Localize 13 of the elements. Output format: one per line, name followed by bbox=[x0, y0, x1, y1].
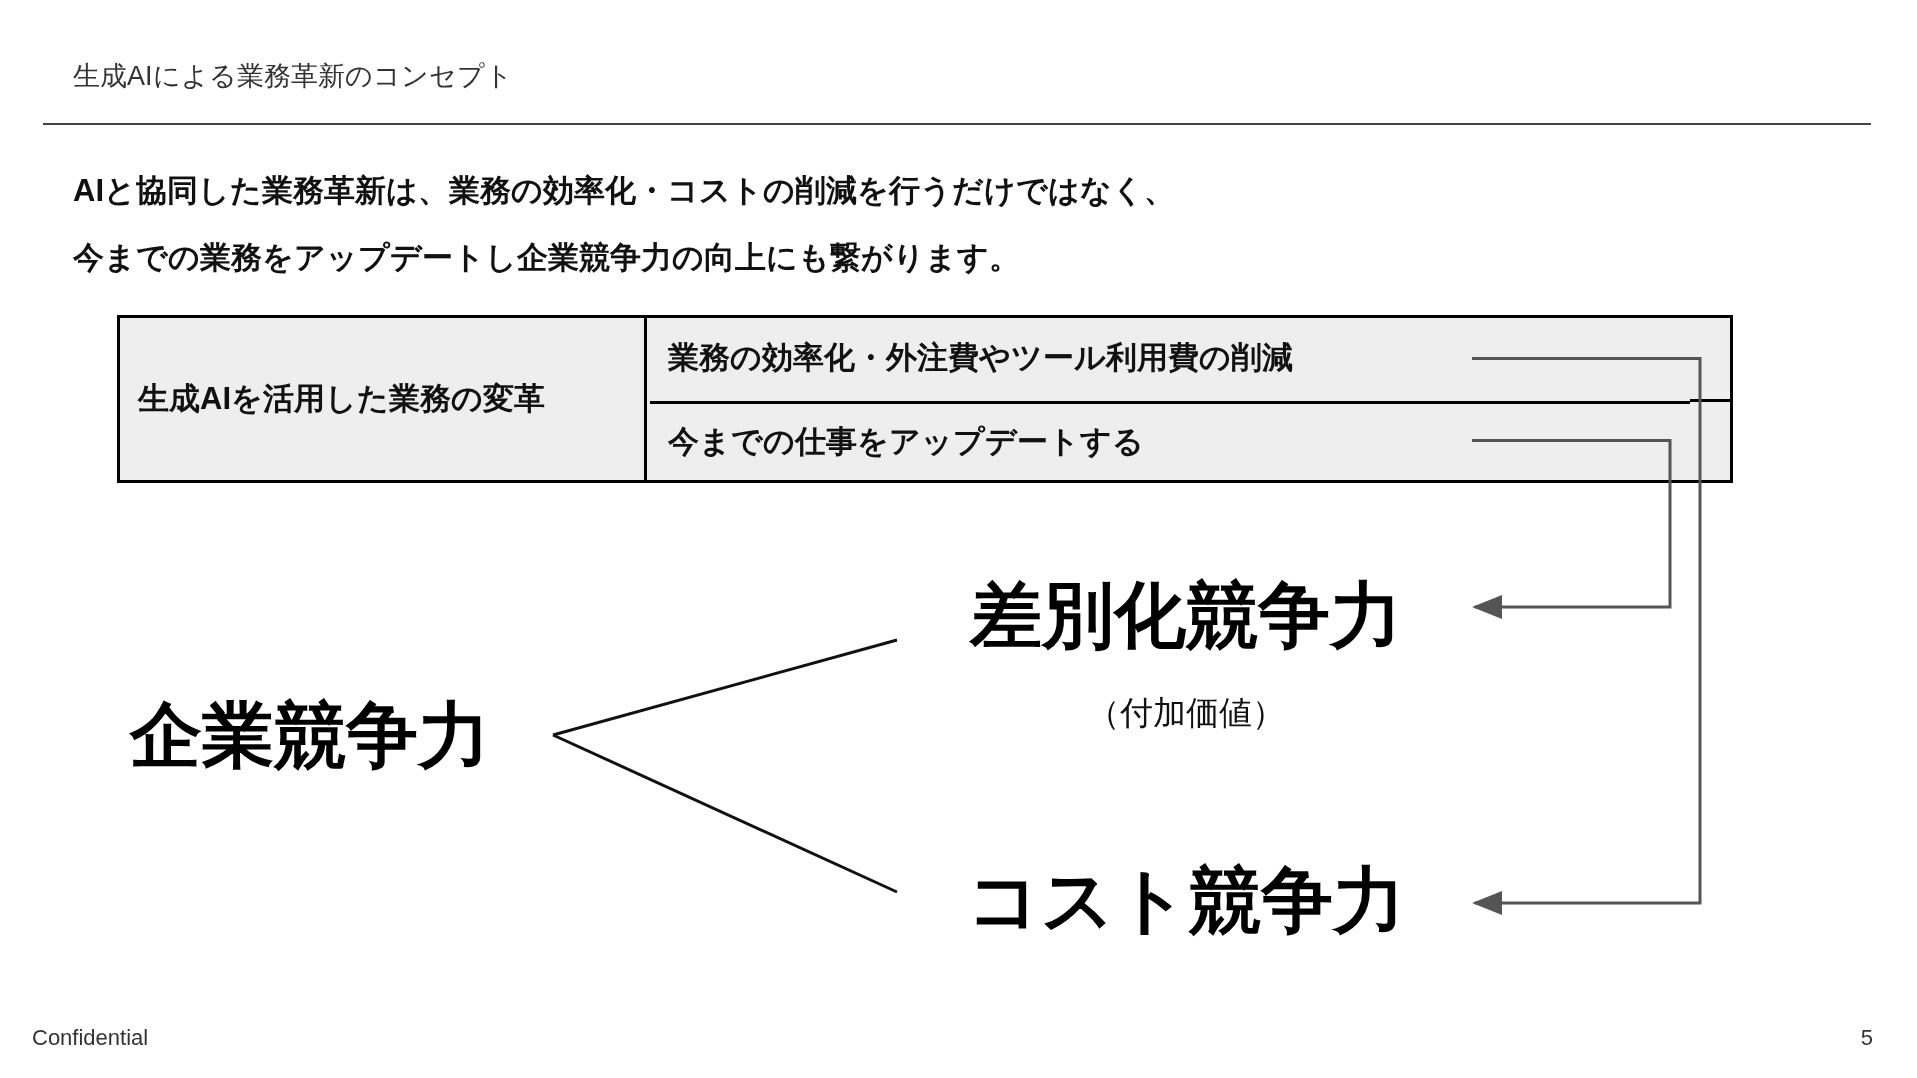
intro-text: AIと協同した業務革新は、業務の効率化・コストの削減を行うだけではなく、 bbox=[73, 172, 1175, 210]
page-number: 5 bbox=[1860, 1024, 1873, 1052]
intro-text: 今までの業務をアップデートし企業競争力の向上にも繋がります。 bbox=[73, 239, 1020, 277]
note-text: （付加価値） bbox=[1086, 693, 1286, 733]
branch-line bbox=[552, 733, 898, 894]
arrow bbox=[1472, 439, 1672, 619]
concept-text: 差別化競争力 bbox=[897, 575, 1475, 655]
branch-line bbox=[552, 638, 898, 737]
slide-title: 生成AIによる業務革新のコンセプト bbox=[73, 60, 513, 93]
concept-text: 企業競争力 bbox=[130, 690, 553, 780]
concept-text: コスト競争力 bbox=[897, 860, 1475, 940]
arrow bbox=[1472, 357, 1702, 915]
footer-text: Confidential bbox=[32, 1024, 149, 1052]
